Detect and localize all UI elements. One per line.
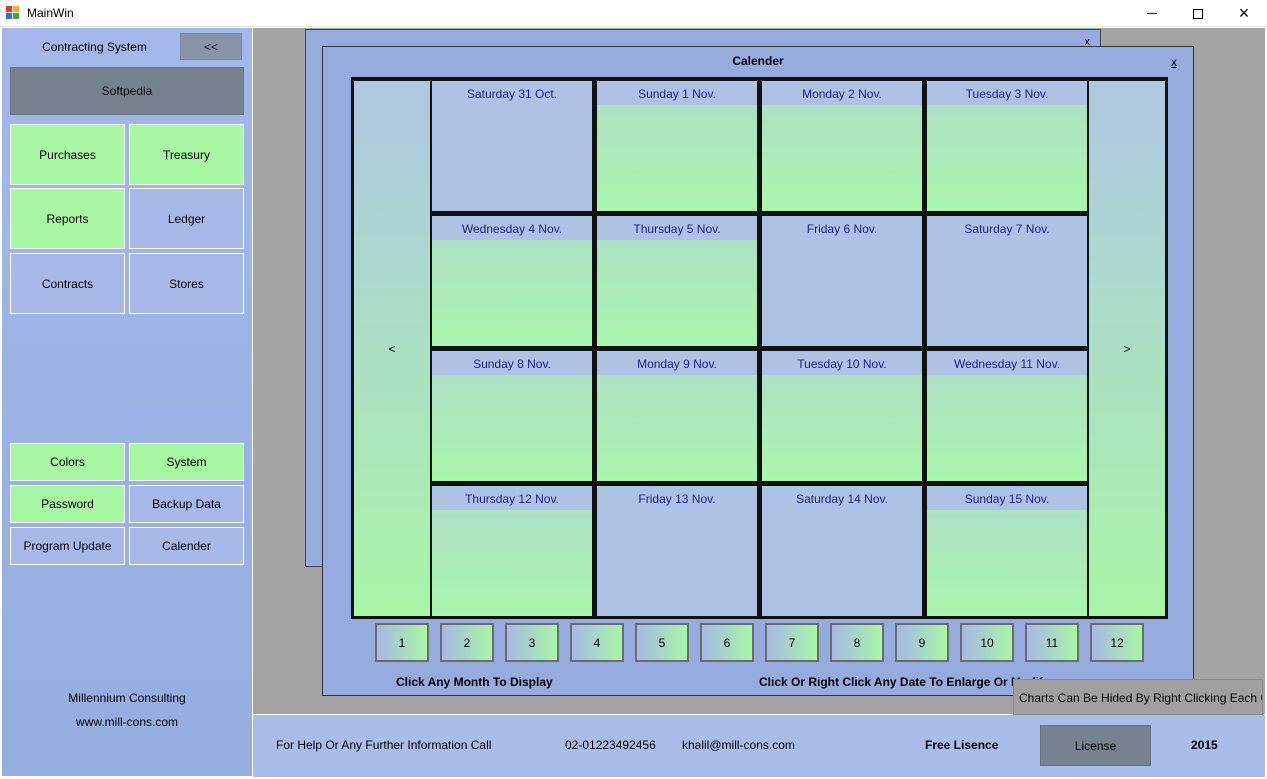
month-button-11[interactable]: 11 bbox=[1025, 623, 1079, 662]
day-cell[interactable]: Saturday 31 Oct. bbox=[432, 81, 592, 211]
next-page-button[interactable]: > bbox=[1089, 81, 1165, 616]
tooltip: Charts Can Be Hided By Right Clicking Ea… bbox=[1013, 679, 1263, 715]
module-button-treasury[interactable]: Treasury bbox=[129, 124, 244, 185]
day-cell[interactable]: Sunday 1 Nov. bbox=[597, 81, 757, 211]
day-label: Wednesday 4 Nov. bbox=[432, 216, 592, 240]
day-cell[interactable]: Monday 9 Nov. bbox=[597, 351, 757, 481]
app-icon bbox=[6, 6, 20, 20]
day-cell[interactable]: Friday 6 Nov. bbox=[762, 216, 922, 346]
calendar-title: Calender bbox=[732, 54, 784, 68]
month-button-1[interactable]: 1 bbox=[375, 623, 429, 662]
company-name: Millennium Consulting bbox=[68, 691, 186, 705]
day-cell[interactable]: Sunday 15 Nov. bbox=[927, 486, 1087, 616]
help-text: For Help Or Any Further Information Call bbox=[276, 738, 492, 752]
softpedia-button[interactable]: Softpedia bbox=[10, 67, 244, 115]
day-label: Sunday 1 Nov. bbox=[597, 81, 757, 105]
tool-button-password[interactable]: Password bbox=[10, 485, 125, 523]
day-label: Saturday 31 Oct. bbox=[432, 81, 592, 105]
day-label: Wednesday 11 Nov. bbox=[927, 351, 1087, 375]
bottom-bar: For Help Or Any Further Information Call… bbox=[253, 715, 1265, 777]
maximize-icon bbox=[1193, 8, 1203, 19]
module-button-stores[interactable]: Stores bbox=[129, 253, 244, 314]
tool-button-backup-data[interactable]: Backup Data bbox=[129, 485, 244, 523]
month-button-2[interactable]: 2 bbox=[440, 623, 494, 662]
month-button-6[interactable]: 6 bbox=[700, 623, 754, 662]
day-label: Sunday 8 Nov. bbox=[432, 351, 592, 375]
day-cell[interactable]: Saturday 14 Nov. bbox=[762, 486, 922, 616]
day-cell[interactable]: Thursday 12 Nov. bbox=[432, 486, 592, 616]
chevron-left-icon: < bbox=[388, 341, 396, 356]
module-button-ledger[interactable]: Ledger bbox=[129, 188, 244, 249]
month-button-4[interactable]: 4 bbox=[570, 623, 624, 662]
day-cell[interactable]: Sunday 8 Nov. bbox=[432, 351, 592, 481]
sidebar-title: Contracting System bbox=[42, 40, 147, 54]
month-button-3[interactable]: 3 bbox=[505, 623, 559, 662]
day-label: Monday 2 Nov. bbox=[762, 81, 922, 105]
module-button-reports[interactable]: Reports bbox=[10, 188, 125, 249]
day-cell[interactable]: Friday 13 Nov. bbox=[597, 486, 757, 616]
close-button[interactable]: × bbox=[1221, 0, 1267, 27]
collapse-sidebar-button[interactable]: << bbox=[180, 33, 242, 60]
day-label: Saturday 14 Nov. bbox=[762, 486, 922, 510]
minimize-icon bbox=[1147, 13, 1157, 14]
month-button-10[interactable]: 10 bbox=[960, 623, 1014, 662]
date-hint: Click Or Right Click Any Date To Enlarge… bbox=[759, 675, 1044, 689]
calendar-close-button[interactable]: x bbox=[1171, 55, 1177, 69]
month-button-9[interactable]: 9 bbox=[895, 623, 949, 662]
day-label: Thursday 12 Nov. bbox=[432, 486, 592, 510]
day-cell[interactable]: Thursday 5 Nov. bbox=[597, 216, 757, 346]
license-type: Free Lisence bbox=[925, 738, 999, 752]
company-website: www.mill-cons.com bbox=[75, 715, 178, 729]
day-cell[interactable]: Wednesday 11 Nov. bbox=[927, 351, 1087, 481]
window-title: MainWin bbox=[27, 6, 74, 20]
day-label: Saturday 7 Nov. bbox=[927, 216, 1087, 240]
tool-button-system[interactable]: System bbox=[129, 443, 244, 481]
previous-page-button[interactable]: < bbox=[354, 81, 430, 616]
day-label: Friday 6 Nov. bbox=[762, 216, 922, 240]
month-button-8[interactable]: 8 bbox=[830, 623, 884, 662]
day-label: Friday 13 Nov. bbox=[597, 486, 757, 510]
day-label: Tuesday 3 Nov. bbox=[927, 81, 1087, 105]
month-hint: Click Any Month To Display bbox=[396, 675, 553, 689]
license-button[interactable]: License bbox=[1040, 725, 1151, 766]
phone-number: 02-01223492456 bbox=[565, 738, 656, 752]
day-label: Tuesday 10 Nov. bbox=[762, 351, 922, 375]
day-cell[interactable]: Tuesday 10 Nov. bbox=[762, 351, 922, 481]
maximize-button[interactable] bbox=[1175, 0, 1221, 27]
tool-button-calender[interactable]: Calender bbox=[129, 527, 244, 565]
day-cell[interactable]: Tuesday 3 Nov. bbox=[927, 81, 1087, 211]
month-button-12[interactable]: 12 bbox=[1090, 623, 1144, 662]
day-label: Sunday 15 Nov. bbox=[927, 486, 1087, 510]
month-button-5[interactable]: 5 bbox=[635, 623, 689, 662]
tool-button-program-update[interactable]: Program Update bbox=[10, 527, 125, 565]
day-cell[interactable]: Monday 2 Nov. bbox=[762, 81, 922, 211]
chevron-right-icon: > bbox=[1123, 341, 1131, 356]
month-button-7[interactable]: 7 bbox=[765, 623, 819, 662]
module-button-purchases[interactable]: Purchases bbox=[10, 124, 125, 185]
tool-button-colors[interactable]: Colors bbox=[10, 443, 125, 481]
day-cell[interactable]: Saturday 7 Nov. bbox=[927, 216, 1087, 346]
background-window-close[interactable]: x bbox=[1084, 36, 1091, 48]
year-label: 2015 bbox=[1191, 738, 1218, 752]
calendar-window: Calender x < > Saturday 31 Oct.Sunday 1 … bbox=[322, 46, 1194, 696]
sidebar: Contracting System << Softpedia Purchase… bbox=[2, 28, 252, 776]
title-bar: MainWin × bbox=[0, 0, 1267, 27]
day-cell[interactable]: Wednesday 4 Nov. bbox=[432, 216, 592, 346]
email-address: khalil@mill-cons.com bbox=[682, 738, 795, 752]
day-label: Thursday 5 Nov. bbox=[597, 216, 757, 240]
day-label: Monday 9 Nov. bbox=[597, 351, 757, 375]
minimize-button[interactable] bbox=[1129, 0, 1175, 27]
close-icon: × bbox=[1238, 3, 1250, 23]
module-button-contracts[interactable]: Contracts bbox=[10, 253, 125, 314]
